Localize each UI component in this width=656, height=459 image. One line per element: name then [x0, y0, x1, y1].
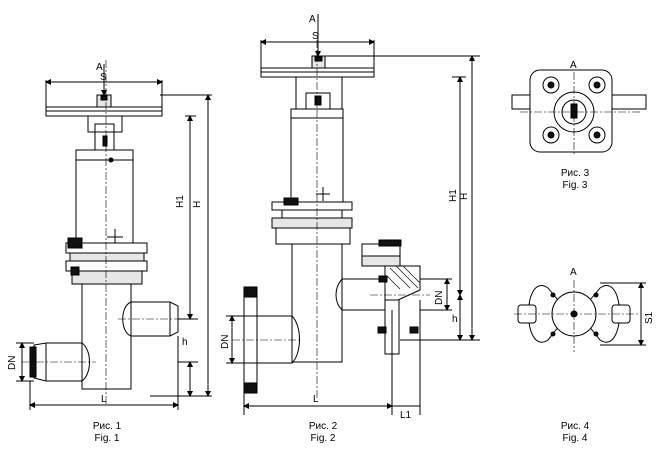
fig3-drawing: [511, 69, 647, 156]
fig2-label-H1: H1: [448, 189, 459, 202]
fig4-label-S1: S1: [644, 311, 655, 324]
fig3-labels: A: [570, 60, 577, 71]
fig3-caption: Рис. 3 Fig. 3: [545, 168, 605, 192]
fig1-drawing: [16, 60, 212, 410]
fig1-caption: Рис. 1 Fig. 1: [77, 421, 137, 445]
fig2-label-S: S: [312, 31, 319, 42]
fig1-caption-en: Fig. 1: [94, 433, 120, 444]
fig2-drawing: [226, 14, 480, 415]
fig1-label-h: h: [182, 337, 188, 348]
fig4-caption-en: Fig. 4: [562, 433, 588, 444]
fig2-label-A: A: [309, 14, 316, 25]
fig1-caption-ru: Рис. 1: [92, 421, 122, 432]
fig1-label-L: L: [101, 394, 107, 405]
fig4-label-A: A: [570, 267, 577, 278]
fig1-label-H1: H1: [175, 195, 186, 208]
fig1-labels: A S H H1 h DN L: [7, 62, 203, 405]
fig2-label-h: h: [452, 314, 458, 325]
fig4-drawing: [514, 280, 646, 352]
fig2-label-DN-left: DN: [220, 335, 231, 349]
fig1-label-S: S: [100, 72, 107, 83]
fig2-caption: Рис. 2 Fig. 2: [293, 421, 353, 445]
fig2-caption-en: Fig. 2: [310, 433, 336, 444]
fig1-label-H: H: [192, 201, 203, 208]
fig2-caption-ru: Рис. 2: [308, 421, 338, 432]
fig2-label-L: L: [313, 394, 319, 405]
fig2-label-DN-right: DN: [434, 291, 445, 305]
fig2-labels: A S H H1 DN h DN L L1: [220, 14, 470, 421]
fig3-caption-ru: Рис. 3: [560, 168, 590, 179]
fig4-labels: A S1: [570, 267, 655, 324]
fig2-label-L1: L1: [400, 410, 412, 421]
fig1-label-DN: DN: [7, 356, 18, 370]
fig4-caption-ru: Рис. 4: [560, 421, 590, 432]
fig4-caption: Рис. 4 Fig. 4: [545, 421, 605, 445]
fig2-label-H: H: [459, 193, 470, 200]
fig1-label-A: A: [96, 62, 103, 73]
fig3-caption-en: Fig. 3: [562, 180, 588, 191]
fig3-label-A: A: [570, 60, 577, 71]
